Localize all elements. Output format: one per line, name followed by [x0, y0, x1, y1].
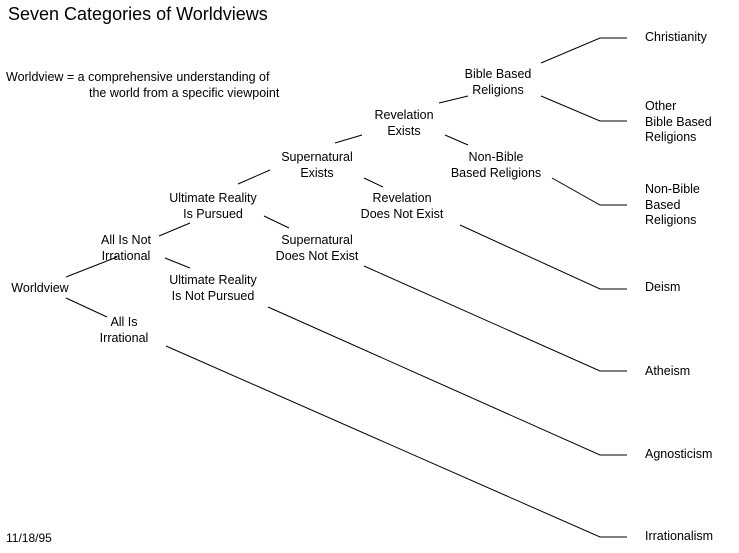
link-super-revelation: [334, 134, 363, 144]
link-root-not-irrational: [65, 256, 118, 278]
date-stamp: 11/18/95: [6, 531, 52, 545]
link-agnosticism: [267, 306, 627, 456]
link-deism: [459, 224, 627, 290]
node-bible-based-religions: Bible Based Religions: [464, 67, 532, 97]
link-notirr-pursued: [158, 222, 191, 237]
leaf-irrationalism: Irrationalism: [645, 529, 714, 543]
leaf-christianity: Christianity: [645, 30, 707, 44]
node-worldview: Worldview: [11, 281, 68, 297]
link-bible-other: [540, 95, 627, 122]
node-all-is-irrational: All Is Irrational: [99, 315, 149, 345]
node-ultimate-reality-pursued: Ultimate Reality Is Pursued: [169, 191, 257, 221]
leaf-other-bible-based-religions: Other Bible Based Religions: [645, 99, 712, 144]
link-rev-bible: [438, 95, 469, 104]
definition-line-1: Worldview = a comprehensive understandin…: [6, 70, 270, 84]
link-atheism: [363, 265, 627, 372]
leaf-deism: Deism: [645, 280, 681, 294]
diagram-title: Seven Categories of Worldviews: [8, 4, 268, 24]
leaf-atheism: Atheism: [645, 364, 691, 378]
definition-line-2: the world from a specific viewpoint: [89, 86, 280, 100]
link-pursued-supernatural: [237, 169, 271, 185]
node-worldview-label: Worldview: [11, 281, 69, 295]
node-non-bible-based-religions: Non-Bible Based Religions: [450, 150, 542, 180]
node-supernatural-exists: Supernatural Exists: [281, 150, 353, 180]
leaf-non-bible-based-religions: Non-Bible Based Religions: [645, 182, 700, 227]
node-ultimate-reality-not-pursued: Ultimate Reality Is Not Pursued: [169, 273, 257, 303]
leaf-agnosticism: Agnosticism: [645, 447, 713, 461]
link-bible-christianity: [540, 37, 627, 64]
link-pursued-nosupernatural: [263, 215, 290, 229]
node-supernatural-not-exist: Supernatural Does Not Exist: [275, 233, 359, 263]
node-all-is-not-irrational: All Is Not Irrational: [100, 233, 152, 263]
link-super-norevelation: [363, 177, 384, 188]
link-root-irrational: [65, 297, 108, 318]
link-notirr-notpursued: [164, 257, 191, 269]
link-rev-nonbible: [444, 134, 469, 146]
link-nonbible-leaf: [551, 177, 627, 206]
node-revelation-not-exist: Revelation Does Not Exist: [360, 191, 444, 221]
node-revelation-exists: Revelation Exists: [374, 108, 434, 138]
link-irrationalism: [165, 345, 627, 538]
